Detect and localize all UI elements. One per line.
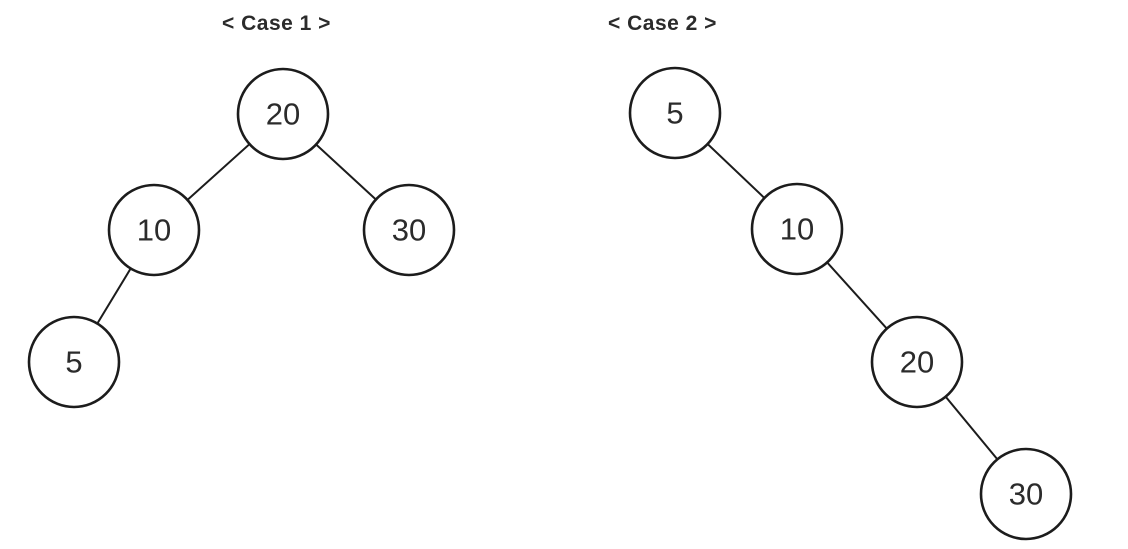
case-2-title: < Case 2 >	[608, 12, 717, 35]
case-1-node-circle-20	[236, 67, 330, 161]
case-1-node-label-5: 5	[65, 345, 82, 380]
case-1-node-circle-30	[362, 183, 456, 277]
case-1-node-label-20: 20	[266, 97, 300, 132]
case-1-node-label-30: 30	[392, 213, 426, 248]
case-1-tree: 20 10 30 5	[27, 67, 456, 409]
case-2-node-circle-30	[979, 447, 1073, 541]
case-1-title: < Case 1 >	[222, 12, 331, 35]
case-1-node-circle-5	[27, 315, 121, 409]
case-2-node-circle-10	[750, 182, 844, 276]
case-2-tree: 5 10 20 30	[628, 66, 1073, 541]
case-2-node-label-10: 10	[780, 212, 814, 247]
case-2-node-label-20: 20	[900, 345, 934, 380]
case-2-node-circle-20	[870, 315, 964, 409]
case-1-node-label-10: 10	[137, 213, 171, 248]
case-2-node-label-5: 5	[666, 96, 683, 131]
case-1-node-circle-10	[107, 183, 201, 277]
case-2-node-label-30: 30	[1009, 477, 1043, 512]
case-2-node-circle-5	[628, 66, 722, 160]
